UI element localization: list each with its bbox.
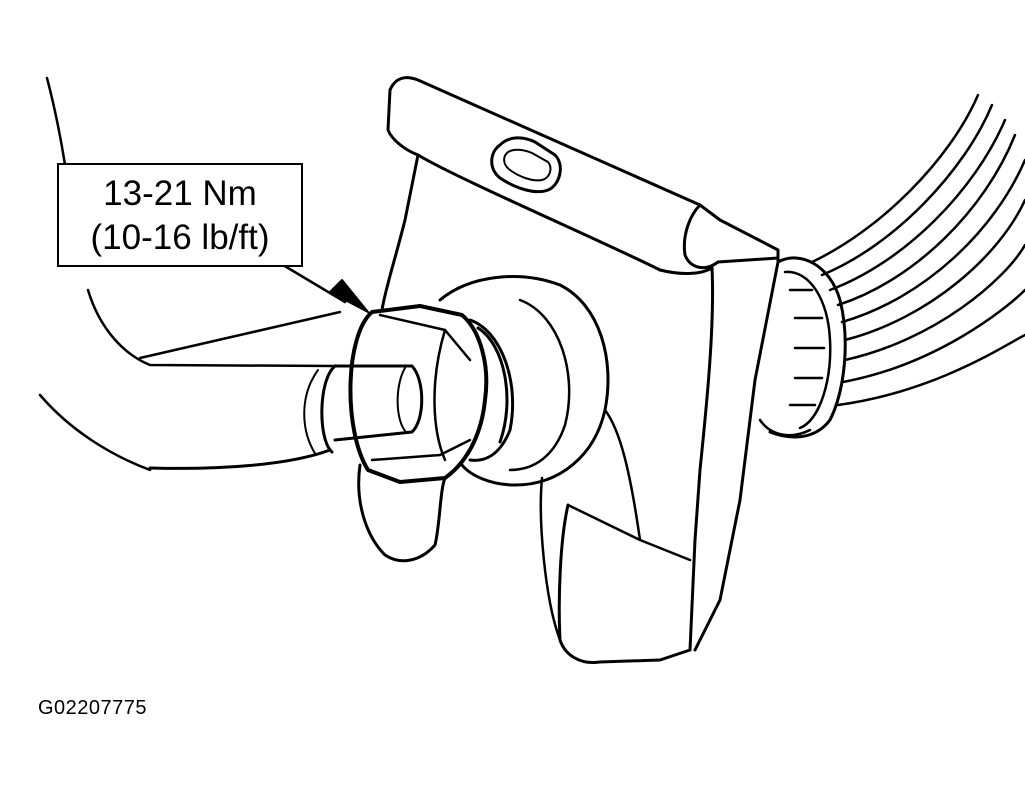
torque-metric-label: 13-21 Nm — [103, 174, 257, 213]
torque-callout: 13-21 Nm (10-16 lb/ft) — [57, 163, 303, 267]
incoming-hose — [86, 288, 424, 470]
figure-id: G02207775 — [38, 697, 148, 719]
torque-imperial-label: (10-16 lb/ft) — [90, 218, 270, 257]
leader-arrowhead-icon — [329, 279, 369, 313]
mounting-bracket — [357, 76, 780, 665]
torque-leader — [276, 260, 369, 313]
bushing — [438, 275, 610, 487]
tube-nut — [348, 304, 489, 484]
background-line-lower — [38, 393, 152, 472]
hose-bundle — [810, 93, 1025, 407]
connector-grommet — [758, 256, 847, 439]
